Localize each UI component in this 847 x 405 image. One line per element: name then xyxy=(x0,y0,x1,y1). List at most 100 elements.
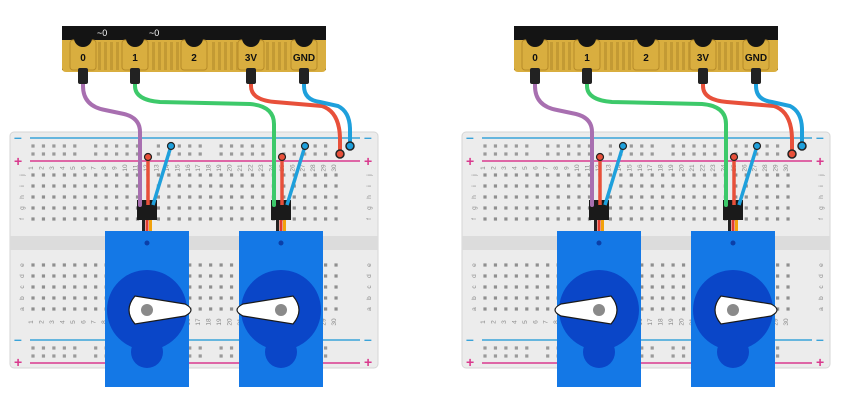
terminal-hole xyxy=(209,173,213,177)
terminal-hole xyxy=(514,296,518,300)
column-number-label: 29 xyxy=(773,318,780,326)
terminal-hole xyxy=(650,173,654,177)
terminal-hole xyxy=(219,184,223,188)
terminal-hole xyxy=(261,184,265,188)
row-letter-label: d xyxy=(19,274,26,278)
microbit-pin-hole xyxy=(526,29,544,47)
terminal-hole xyxy=(188,195,192,199)
terminal-hole xyxy=(219,307,223,311)
column-number-label: 28 xyxy=(762,164,769,172)
terminal-hole xyxy=(115,173,119,177)
terminal-hole xyxy=(629,217,633,221)
terminal-hole xyxy=(313,217,317,221)
terminal-hole xyxy=(135,184,140,188)
terminal-hole xyxy=(546,296,550,300)
rail-minus-sign: – xyxy=(14,331,22,347)
rail-hole xyxy=(229,346,234,350)
terminal-hole xyxy=(41,173,46,177)
column-number-label: 9 xyxy=(112,166,119,170)
rail-hole xyxy=(198,354,202,358)
rail-hole xyxy=(62,354,66,358)
servo-horn-right xyxy=(128,295,192,325)
terminal-hole xyxy=(640,184,644,188)
microbit-pin-hole xyxy=(578,29,596,47)
terminal-hole xyxy=(198,307,202,311)
terminal-hole xyxy=(198,184,202,188)
servo-power-jumper-end xyxy=(143,152,153,162)
terminal-hole xyxy=(188,263,192,267)
column-number-label: 8 xyxy=(101,166,108,170)
terminal-hole xyxy=(650,285,654,289)
rail-hole xyxy=(702,152,707,156)
terminal-hole xyxy=(493,274,498,278)
terminal-hole xyxy=(94,173,98,177)
terminal-hole xyxy=(240,206,244,210)
terminal-hole xyxy=(62,274,66,278)
rail-hole xyxy=(671,152,675,156)
rail-hole xyxy=(261,144,265,148)
terminal-hole xyxy=(83,184,87,188)
rail-hole xyxy=(177,152,181,156)
terminal-hole xyxy=(219,285,223,289)
rail-hole xyxy=(229,354,234,358)
microbit-pin-hole xyxy=(74,29,92,47)
terminal-hole xyxy=(250,206,255,210)
power-wire-3v xyxy=(249,70,342,154)
servo-horn-hub xyxy=(727,304,739,316)
row-letter-label: h xyxy=(19,195,26,199)
terminal-hole xyxy=(483,285,487,289)
terminal-hole xyxy=(681,206,686,210)
row-letter-label: j xyxy=(19,174,26,176)
microbit-pin-hole xyxy=(637,29,655,47)
terminal-hole xyxy=(640,274,644,278)
terminal-hole xyxy=(73,274,77,278)
rail-plus-sign: + xyxy=(364,354,372,370)
terminal-hole xyxy=(104,217,108,221)
terminal-hole xyxy=(776,173,780,177)
microbit-minor-pin xyxy=(152,42,155,70)
terminal-hole xyxy=(556,217,560,221)
terminal-hole xyxy=(786,263,790,267)
rail-hole xyxy=(292,152,296,156)
column-number-label: 2 xyxy=(38,166,45,170)
terminal-hole xyxy=(587,184,592,188)
terminal-hole xyxy=(31,206,35,210)
row-letter-label: b xyxy=(19,296,26,300)
microbit-minor-pin xyxy=(278,42,281,70)
rail-hole xyxy=(52,354,56,358)
terminal-hole xyxy=(786,274,790,278)
terminal-hole xyxy=(209,296,213,300)
terminal-hole xyxy=(282,173,286,177)
terminal-hole xyxy=(556,184,560,188)
column-number-label: 7 xyxy=(91,166,98,170)
terminal-hole xyxy=(776,217,780,221)
terminal-hole xyxy=(786,285,790,289)
terminal-hole xyxy=(94,263,98,267)
rail-hole xyxy=(776,354,780,358)
terminal-hole xyxy=(282,195,286,199)
terminal-hole xyxy=(334,296,338,300)
terminal-hole xyxy=(303,173,307,177)
terminal-hole xyxy=(525,274,529,278)
terminal-hole xyxy=(31,263,35,267)
wire-end-plug xyxy=(751,68,761,84)
terminal-hole xyxy=(546,285,550,289)
terminal-hole xyxy=(681,296,686,300)
rail-hole xyxy=(692,152,696,156)
terminal-hole xyxy=(177,217,181,221)
terminal-hole xyxy=(292,173,296,177)
terminal-hole xyxy=(115,184,119,188)
terminal-hole xyxy=(577,184,581,188)
rail-hole xyxy=(483,354,487,358)
terminal-hole xyxy=(650,296,654,300)
terminal-hole xyxy=(671,184,675,188)
rail-hole xyxy=(31,354,35,358)
servo-ground-jumper-end xyxy=(300,141,310,151)
terminal-hole xyxy=(41,296,46,300)
terminal-hole xyxy=(525,285,529,289)
rail-hole xyxy=(41,346,46,350)
servo-lead-power xyxy=(279,220,283,234)
terminal-hole xyxy=(156,195,160,199)
terminal-hole xyxy=(702,195,707,199)
row-letter-label: c xyxy=(818,285,825,289)
